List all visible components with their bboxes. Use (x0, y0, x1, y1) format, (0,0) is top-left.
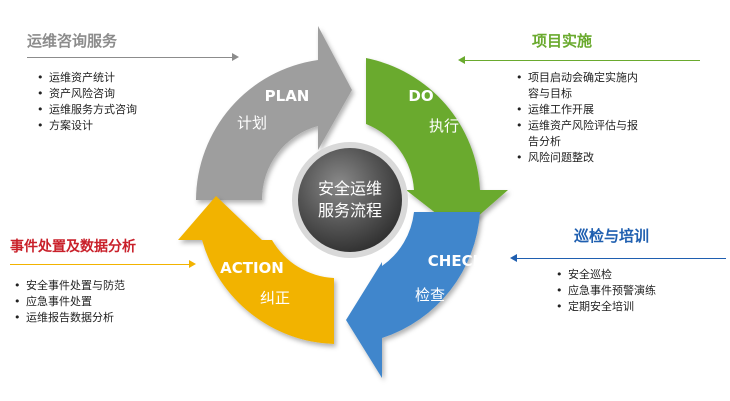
list-item: 运维服务方式咨询 (35, 102, 235, 118)
list-item: 运维工作开展 (514, 102, 694, 118)
list-item-cont: 告分析 (528, 135, 561, 148)
panel-consulting-list: 运维资产统计 资产风险咨询 运维服务方式咨询 方案设计 (35, 70, 235, 134)
plan-label-en: PLAN (265, 87, 310, 105)
plan-label-zh: 计划 (237, 114, 267, 132)
panel-consulting-rule (27, 53, 239, 61)
panel-incident-title: 事件处置及数据分析 (10, 239, 136, 255)
panel-inspection-title: 巡检与培训 (574, 227, 650, 245)
do-arc (366, 58, 508, 232)
list-item: 方案设计 (35, 118, 235, 134)
action-label-zh: 纠正 (260, 289, 290, 307)
center-line2: 服务流程 (318, 201, 382, 220)
panel-incident: 事件处置及数据分析 安全事件处置与防范 应急事件处置 运维报告数据分析 (10, 236, 210, 326)
list-item: 安全巡检 (554, 267, 724, 283)
panel-implementation-rule (458, 56, 700, 64)
plan-arc (196, 26, 352, 200)
list-item: 应急事件处置 (12, 294, 202, 310)
panel-inspection-list: 安全巡检 应急事件预警演练 定期安全培训 (554, 267, 724, 315)
panel-implementation-list: 项目启动会确定实施内 容与目标 运维工作开展 运维资产风险评估与报 告分析 风险… (514, 70, 694, 166)
do-label-zh: 执行 (429, 117, 459, 135)
list-item: 安全事件处置与防范 (12, 278, 202, 294)
panel-incident-list: 安全事件处置与防范 应急事件处置 运维报告数据分析 (12, 278, 202, 326)
do-label-en: DO (408, 87, 433, 105)
list-item: 资产风险咨询 (35, 86, 235, 102)
panel-incident-rule (10, 260, 196, 268)
list-item: 运维资产风险评估与报 (514, 118, 694, 134)
action-label-en: ACTION (220, 259, 284, 277)
panel-inspection-rule (510, 254, 726, 262)
center-line1: 安全运维 (318, 179, 382, 198)
list-item: 风险问题整改 (514, 150, 694, 166)
list-item: 应急事件预警演练 (554, 283, 724, 299)
center-circle (298, 148, 402, 252)
list-item-cont: 容与目标 (528, 87, 572, 100)
check-label-en: CHECK (428, 252, 486, 270)
check-label-zh: 检查 (415, 286, 445, 304)
list-item: 运维报告数据分析 (12, 310, 202, 326)
list-item: 项目启动会确定实施内 (514, 70, 694, 86)
list-item: 定期安全培训 (554, 299, 724, 315)
list-item: 运维资产统计 (35, 70, 235, 86)
panel-consulting: 运维咨询服务 运维资产统计 资产风险咨询 运维服务方式咨询 方案设计 (27, 30, 247, 134)
check-arc (346, 212, 480, 378)
action-arc (178, 196, 334, 344)
panel-consulting-title: 运维咨询服务 (27, 32, 118, 50)
panel-implementation-title: 项目实施 (532, 32, 593, 50)
